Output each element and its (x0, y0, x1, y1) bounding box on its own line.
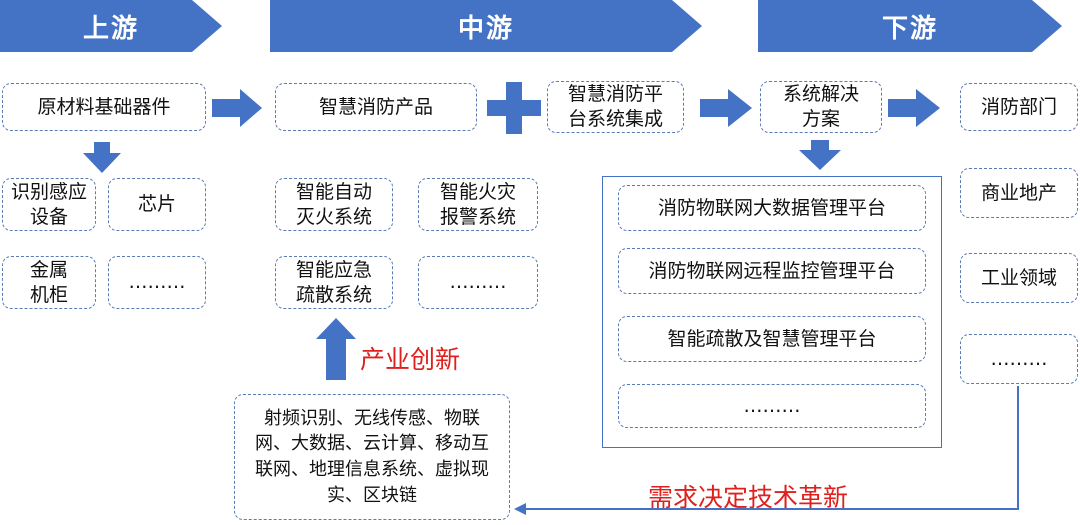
platform-remote-monitor: 消防物联网远程监控管理平台 (618, 248, 926, 294)
upstream-item-chip: 芯片 (108, 178, 206, 231)
right-arrow-icon (888, 89, 940, 127)
innovation-label: 产业创新 (360, 345, 461, 374)
upstream-item-sensing-device: 识别感应设备 (2, 178, 96, 231)
feedback-line (524, 386, 1019, 510)
field-fire-dept: 消防部门 (960, 83, 1078, 131)
platform-bigdata: 消防物联网大数据管理平台 (618, 185, 926, 231)
demand-label: 需求决定技术革新 (648, 483, 849, 512)
upstream-item-metal-cabinet: 金属机柜 (2, 256, 96, 309)
platform-more: ……… (618, 384, 926, 428)
up-arrow-icon (316, 318, 356, 380)
right-arrow-icon (700, 89, 752, 127)
stage-downstream: 下游 (758, 0, 1062, 52)
upstream-main-box: 原材料基础器件 (2, 83, 206, 131)
midstream-item-auto-extinguish: 智能自动灭火系统 (275, 178, 393, 231)
field-commercial-estate: 商业地产 (960, 168, 1078, 218)
stage-upstream: 上游 (0, 0, 222, 52)
upstream-item-more: ……… (108, 256, 206, 309)
midstream-item-evacuation: 智能应急疏散系统 (275, 256, 393, 309)
platform-evacuation: 智能疏散及智慧管理平台 (618, 316, 926, 362)
midstream-main-box: 智慧消防产品 (275, 83, 477, 131)
down-arrow-icon (799, 140, 841, 170)
technology-box: 射频识别、无线传感、物联网、大数据、云计算、移动互联网、地理信息系统、虚拟现实、… (234, 394, 510, 520)
midstream-item-more: ……… (418, 256, 538, 309)
stage-midstream: 中游 (270, 0, 702, 52)
field-more: ……… (960, 334, 1078, 384)
field-industrial: 工业领域 (960, 253, 1078, 303)
right-arrow-icon (212, 89, 262, 127)
midstream-item-fire-alarm: 智能火灾报警系统 (418, 178, 538, 231)
left-arrow-icon (514, 503, 526, 515)
down-arrow-icon (83, 142, 121, 173)
midstream-integration-box: 智慧消防平台系统集成 (547, 81, 684, 133)
downstream-solution-box: 系统解决方案 (760, 81, 882, 133)
